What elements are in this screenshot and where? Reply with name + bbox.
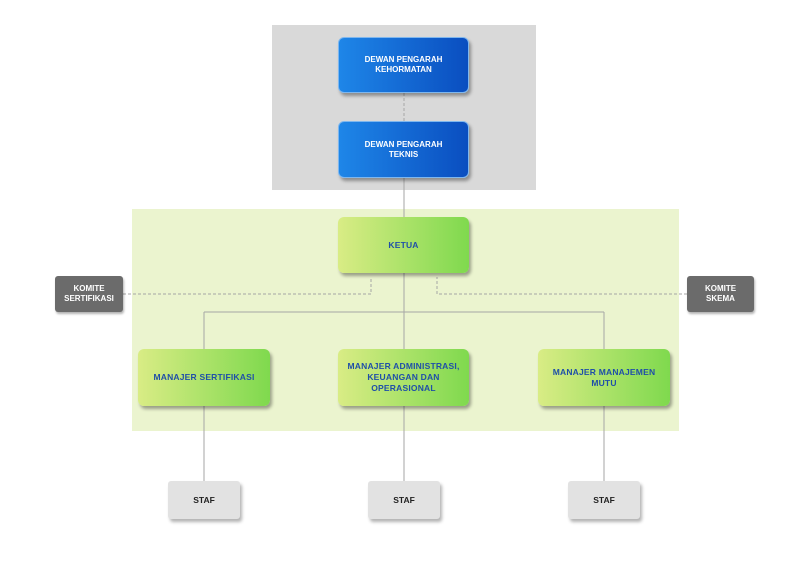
node-komite-skema: KOMITE SKEMA [687, 276, 754, 312]
node-dewan-pengarah-teknis: DEWAN PENGARAH TEKNIS [338, 121, 469, 178]
connector-komite-skema [436, 277, 687, 295]
node-dewan-pengarah-kehormatan: DEWAN PENGARAH KEHORMATAN [338, 37, 469, 93]
node-komite-sertifikasi: KOMITE SERTIFIKASI [55, 276, 123, 312]
node-manajer-manajemen-mutu: MANAJER MANAJEMEN MUTU [538, 349, 670, 406]
connector-komite-sertifikasi [123, 277, 372, 295]
node-staf-1: STAF [168, 481, 240, 519]
node-ketua: KETUA [338, 217, 469, 273]
node-manajer-administrasi: MANAJER ADMINISTRASI, KEUANGAN DAN OPERA… [338, 349, 469, 406]
node-manajer-sertifikasi: MANAJER SERTIFIKASI [138, 349, 270, 406]
node-staf-2: STAF [368, 481, 440, 519]
node-staf-3: STAF [568, 481, 640, 519]
